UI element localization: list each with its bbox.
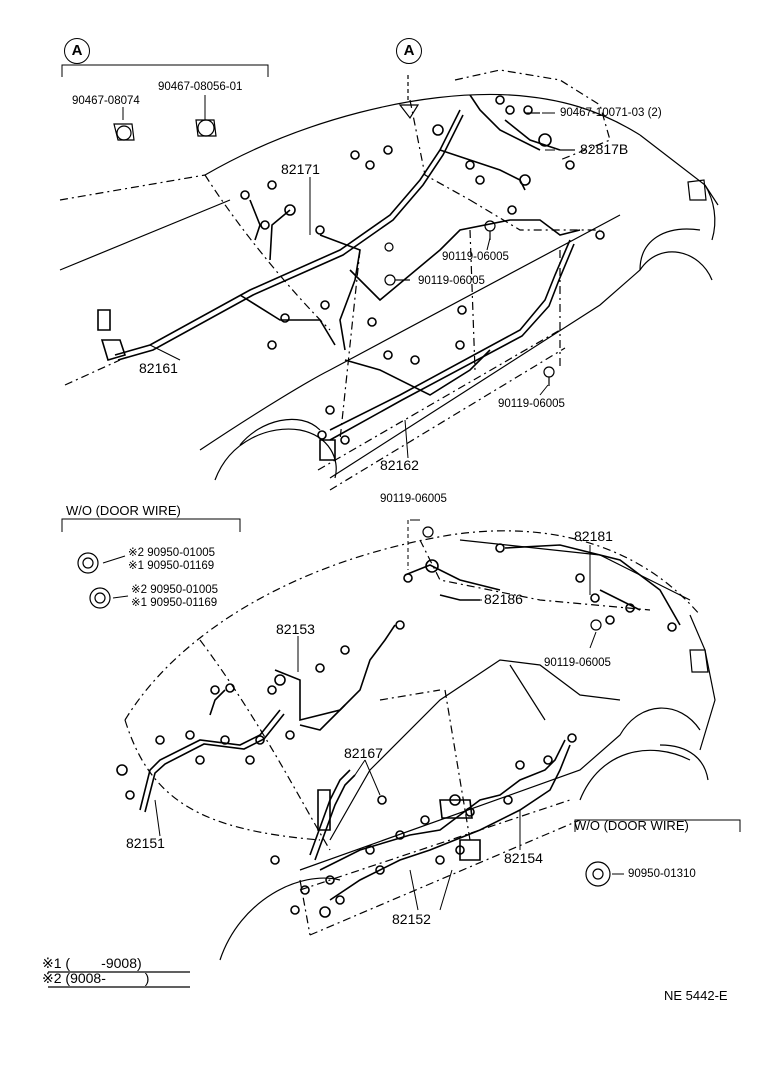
label-wire-82167: 82167 [344,745,383,761]
lower-wire-harness [116,543,681,918]
legend-line-1: ※1 ( -9008) [42,955,142,971]
label-grommet-a-2: ※1 90950-01169 [128,560,215,572]
upper-wire-harness [97,94,605,461]
upper-bolts [384,75,575,386]
label-bolt-90119-06005-top: 90119-06005 [380,493,447,505]
label-wire-82817b: 82817B [580,141,629,157]
callout-a-left: A [64,38,90,64]
lower-leaders [61,518,741,911]
label-wire-82186: 82186 [484,591,523,607]
label-wire-82162: 82162 [380,457,419,473]
label-grommet-a-1: ※2 90950-01005 [128,547,216,559]
label-wire-82153: 82153 [276,621,315,637]
upper-leaders [61,64,555,459]
label-clip-90467-08074: 90467-08074 [72,95,140,107]
label-wire-82181: 82181 [574,528,613,544]
legend-line-2: ※2 (9008- ) [42,970,150,986]
label-grommet-b-1: ※2 90950-01005 [131,584,219,596]
label-door-wire-right: W/O (DOOR WIRE) [574,818,689,833]
label-grommet-b-2: ※1 90950-01169 [131,597,218,609]
label-wire-82161: 82161 [139,360,178,376]
label-wire-82152: 82152 [392,911,431,927]
lower-bolts-grommets [77,526,611,887]
upper-car-body [59,69,719,491]
label-bolt-90119-06005-b: 90119-06005 [418,275,485,287]
label-bolt-90119-06005-right: 90119-06005 [544,657,611,669]
legend-lines [48,971,190,988]
label-clip-90467-10071-03: 90467-10071-03 (2) [560,107,662,119]
label-wire-82154: 82154 [504,850,543,866]
label-grommet-90950-01310: 90950-01310 [628,868,696,880]
label-wire-82151: 82151 [126,835,165,851]
diagram-code: NE 5442-E [664,988,728,1003]
label-wire-82171: 82171 [281,161,320,177]
label-bolt-90119-06005-a: 90119-06005 [442,251,509,263]
label-clip-90467-08056-01: 90467-08056-01 [158,81,243,93]
upper-clips [113,119,217,141]
label-door-wire-left: W/O (DOOR WIRE) [66,503,181,518]
callout-a-top: A [396,38,422,64]
label-bolt-90119-06005-c: 90119-06005 [498,398,565,410]
